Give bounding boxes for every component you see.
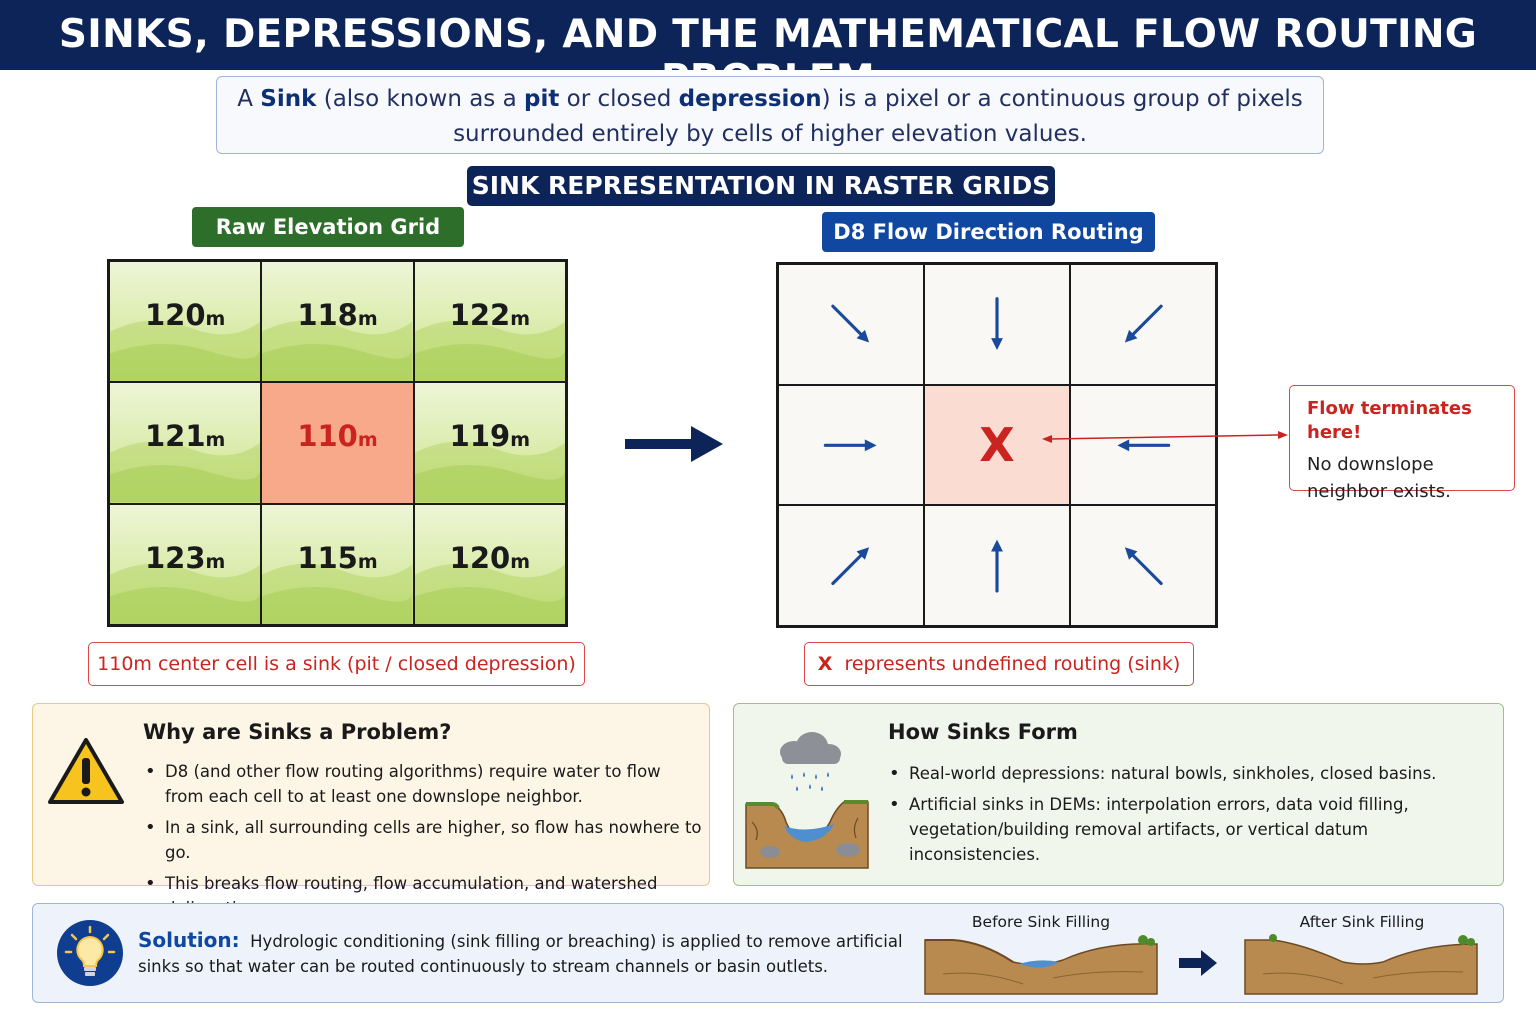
flow-cell-ne [1070,264,1216,385]
flow-terminates-callout: Flow terminates here! No downslope neigh… [1289,385,1515,502]
sink-x-mark: X [979,417,1015,472]
elevation-value: 121m [144,419,226,454]
elevation-cell-sw: 123m [109,503,262,625]
form-list: Real-world depressions: natural bowls, s… [887,761,1487,873]
hill-texture [414,441,565,503]
elevation-value: 110m [297,419,378,454]
after-label: After Sink Filling [1299,913,1425,931]
flow-arrow-nw-icon [1124,547,1163,586]
flow-grid-caption: X represents undefined routing (sink) [804,642,1194,686]
form-bullet: Artificial sinks in DEMs: interpolation … [887,792,1487,867]
hill-texture [110,441,261,503]
raw-elevation-grid: 120m 118m 122m 121m 110m 119m 123m 115m 120m [107,259,568,627]
right-arrow-icon [625,426,723,462]
elevation-cell-ne: 122m [413,261,566,383]
solution-body: Hydrologic conditioning (sink filling or… [138,932,903,976]
flow-arrow-n-icon [991,540,1003,593]
flow-arrow-s-icon [991,297,1003,350]
raw-grid-label: Raw Elevation Grid [192,207,464,247]
hill-texture [414,320,565,382]
elevation-cell-s: 115m [261,503,414,625]
flow-grid-label: D8 Flow Direction Routing [822,212,1155,252]
how-sinks-form-panel: How Sinks Form Real-world depressions: n… [733,703,1504,886]
elevation-value: 120m [449,540,530,575]
before-label: Before Sink Filling [971,913,1111,931]
flow-cell-center: X [924,384,1070,506]
elevation-cell-w: 121m [109,382,262,504]
solution-text: Solution: Hydrologic conditioning (sink … [138,928,928,979]
callout-text: No downslope neighbor exists. [1307,451,1514,505]
callout-line-1: No downslope [1307,454,1434,475]
flow-cell-se [1070,505,1216,626]
definition-box: A Sink (also known as a pit or closed de… [216,76,1324,154]
problem-panel: Why are Sinks a Problem? D8 (and other f… [32,703,710,918]
flow-cell-sw [778,505,924,626]
cloud-icon [780,732,841,764]
flow-arrow-e-icon [823,439,877,451]
elevation-value: 115m [297,540,378,575]
hill-texture [110,320,261,382]
caption-x-symbol: X [817,653,833,675]
definition-term-depression: depression [678,86,822,112]
flow-arrow-se-icon [831,304,870,343]
flow-direction-grid: X [776,262,1218,628]
flow-cell-nw [778,264,924,385]
rain-drops [791,772,829,791]
elevation-value: 123m [144,540,226,575]
hill-texture [110,563,261,624]
definition-term-pit: pit [524,86,560,112]
problem-bullet: D8 (and other flow routing algorithms) r… [143,759,703,809]
callout-title: Flow terminates here! [1307,398,1472,443]
elevation-value: 122m [449,298,530,332]
definition-text: A [237,86,261,112]
flow-arrow-ne-icon [831,547,870,586]
elevation-cell-nw: 120m [109,261,262,383]
warning-icon [48,738,124,804]
elevation-cell-center: 110m [261,382,414,504]
hill-texture [262,563,413,624]
section-header: SINK REPRESENTATION IN RASTER GRIDS [467,166,1055,206]
form-bullet: Real-world depressions: natural bowls, s… [887,761,1487,786]
elevation-cell-se: 120m [413,503,566,625]
problem-list: D8 (and other flow routing algorithms) r… [143,759,703,927]
definition-text: ) is a pixel or a continuous group of pi… [821,86,1303,112]
rain-basin-illustration [745,732,869,869]
title-bar: SINKS, DEPRESSIONS, AND THE MATHEMATICAL… [0,0,1536,102]
problem-title: Why are Sinks a Problem? [143,720,452,744]
hill-texture [262,320,413,382]
definition-text: or closed [559,86,679,112]
right-arrow-icon [1179,950,1217,976]
solution-label: Solution: [138,928,240,952]
callout-connector [1042,431,1288,443]
flow-cell-w [778,384,924,506]
definition-line-1: A Sink (also known as a pit or closed de… [217,82,1323,117]
definition-line-2: surrounded entirely by cells of higher e… [453,121,1087,147]
form-title: How Sinks Form [888,720,1078,744]
callout-line-2: neighbor exists. [1307,481,1451,502]
flow-cell-n [924,264,1070,385]
elevation-cell-n: 118m [261,261,414,383]
after-filling-illustration [1244,934,1478,995]
elevation-cell-e: 119m [413,382,566,504]
flow-arrow-w-icon [1117,439,1171,451]
caption-text: represents undefined routing (sink) [844,653,1181,675]
definition-text: (also known as a [316,86,525,112]
hill-texture [414,563,565,624]
lightbulb-icon [57,920,123,986]
elevation-value: 118m [297,298,378,332]
raw-grid-caption: 110m center cell is a sink (pit / closed… [88,642,585,686]
elevation-value: 120m [144,298,226,332]
elevation-value: 119m [449,419,530,454]
before-filling-illustration [924,935,1158,995]
problem-bullet: In a sink, all surrounding cells are hig… [143,815,703,865]
solution-panel: Solution: Hydrologic conditioning (sink … [32,903,1504,1003]
flow-arrow-sw-icon [1124,304,1163,343]
definition-term-sink: Sink [260,86,317,112]
flow-cell-e [1070,384,1216,506]
flow-cell-s [924,505,1070,626]
